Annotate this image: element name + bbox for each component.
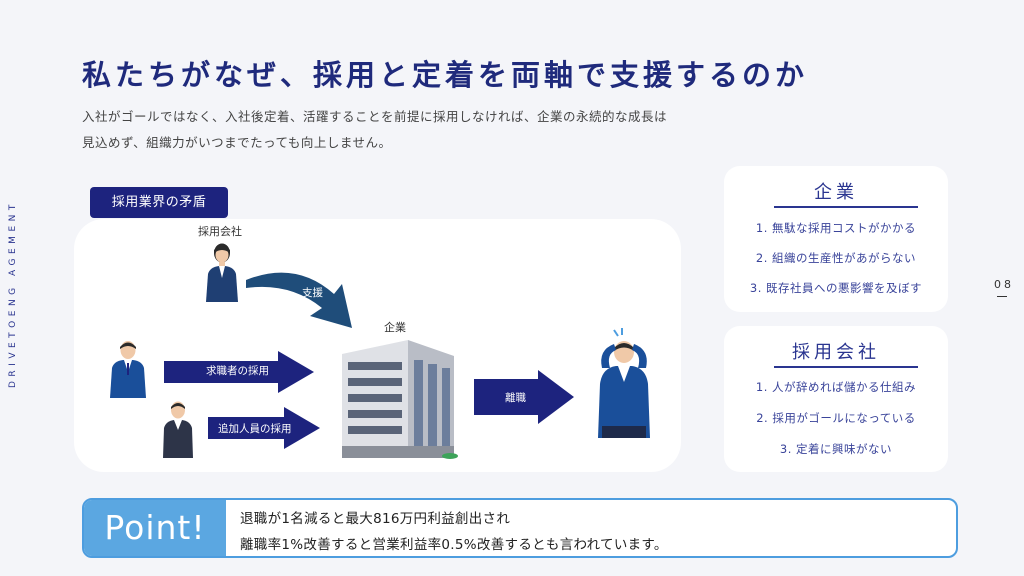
- point-box: Point! 退職が1名減ると最大816万円利益創出され 離職率1%改善すると営…: [82, 498, 958, 558]
- job-seeker-arrow-label: 求職者の採用: [206, 365, 269, 377]
- job-seeker-arrow-icon: [164, 351, 314, 393]
- recruiter-card-item: 3. 定着に興味がない: [779, 442, 893, 456]
- page-number: 08: [994, 278, 1014, 291]
- additional-person-icon: [163, 401, 193, 458]
- recruiter-issues-card: 採用会社 1. 人が辞めれば儲かる仕組み 2. 採用がゴールになっている 3. …: [724, 326, 948, 472]
- vertical-brand-text: DRIVETOENG AGEMENT: [8, 200, 18, 388]
- page-subtitle: 入社がゴールではなく、入社後定着、活躍することを前提に採用しなければ、企業の永続…: [82, 104, 732, 156]
- company-card-divider: [774, 206, 918, 208]
- company-card-title: 企業: [814, 182, 858, 203]
- recruiter-label: 採用会社: [198, 225, 242, 238]
- company-card-item: 1. 無駄な採用コストがかかる: [755, 221, 917, 235]
- company-label: 企業: [384, 321, 406, 334]
- support-arrow-icon: [246, 272, 352, 328]
- support-label: 支援: [302, 287, 323, 299]
- point-line-1: 退職が1名減ると最大816万円利益創出され: [240, 511, 511, 527]
- page-title: 私たちがなぜ、採用と定着を両軸で支援するのか: [82, 58, 809, 92]
- subtitle-line-1: 入社がゴールではなく、入社後定着、活躍することを前提に採用しなければ、企業の永続…: [82, 109, 668, 124]
- recruiter-person-icon: [206, 243, 238, 302]
- company-issues-card: 企業 1. 無駄な採用コストがかかる 2. 組織の生産性があがらない 3. 既存…: [724, 166, 948, 312]
- recruiter-card-divider: [774, 366, 918, 368]
- recruiter-card-item: 2. 採用がゴールになっている: [756, 411, 916, 425]
- resign-arrow-label: 離職: [505, 392, 526, 404]
- company-building-icon: [342, 340, 458, 459]
- recruiter-card-title: 採用会社: [792, 342, 880, 363]
- point-badge: Point!: [84, 500, 226, 556]
- subtitle-line-2: 見込めず、組織力がいつまでたっても向上しません。: [82, 135, 392, 150]
- job-seeker-person-icon: [110, 341, 146, 398]
- section-tag: 採用業界の矛盾: [90, 187, 228, 218]
- company-card-item: 3. 既存社員への悪影響を及ぼす: [749, 281, 923, 295]
- resign-arrow-icon: [474, 370, 574, 424]
- additional-arrow-icon: [208, 407, 320, 449]
- point-line-2: 離職率1%改善すると営業利益率0.5%改善するとも言われています。: [240, 537, 668, 553]
- troubled-person-icon: [598, 328, 650, 438]
- company-card-item: 2. 組織の生産性があがらない: [755, 251, 917, 265]
- additional-arrow-label: 追加人員の採用: [218, 423, 292, 435]
- recruiter-card-item: 1. 人が辞めれば儲かる仕組み: [755, 380, 917, 394]
- page-number-underline: [997, 296, 1007, 297]
